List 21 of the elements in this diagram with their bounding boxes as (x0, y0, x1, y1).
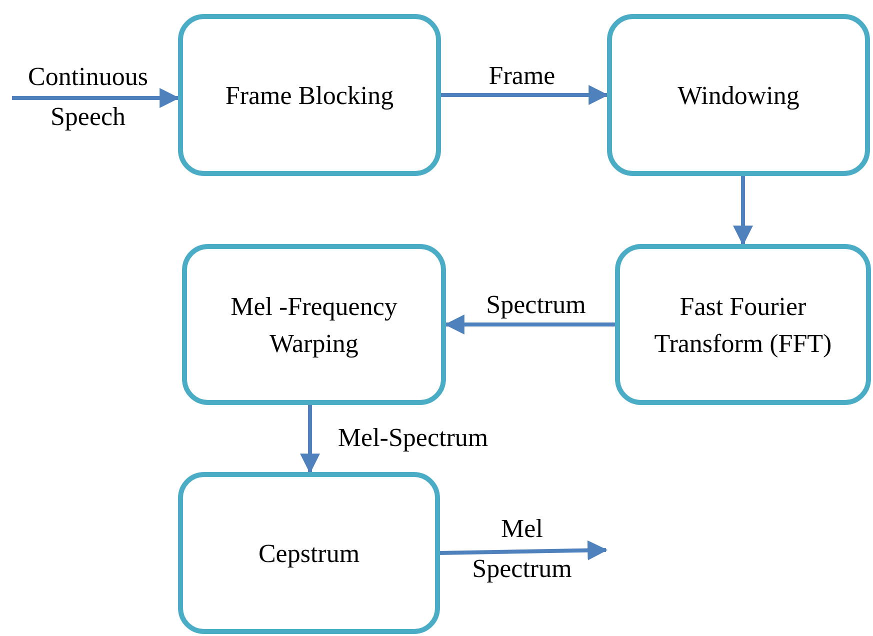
box-label: Fast Fourier Transform (FFT) (653, 290, 833, 360)
edge-label: Frame (488, 61, 556, 91)
process-box (615, 244, 871, 405)
edge-label: Mel-Spectrum (338, 423, 488, 453)
box-label: Windowing (678, 80, 800, 112)
box-label: Frame Blocking (225, 80, 394, 112)
arrow (733, 176, 753, 246)
arrow (444, 314, 615, 334)
process-box (178, 14, 441, 176)
edge-label: Mel Spectrum (471, 513, 573, 585)
arrow (300, 405, 320, 474)
edge-label: Continuous Speech (27, 61, 149, 133)
arrow (12, 88, 180, 108)
process-box (607, 14, 870, 176)
arrow (440, 540, 608, 560)
arrow (441, 85, 609, 105)
edge-label: Spectrum (486, 290, 586, 320)
box-label: Cepstrum (258, 538, 360, 570)
process-box (182, 244, 446, 405)
process-box (178, 472, 440, 634)
box-label: Mel -Frequency Warping (230, 290, 398, 360)
